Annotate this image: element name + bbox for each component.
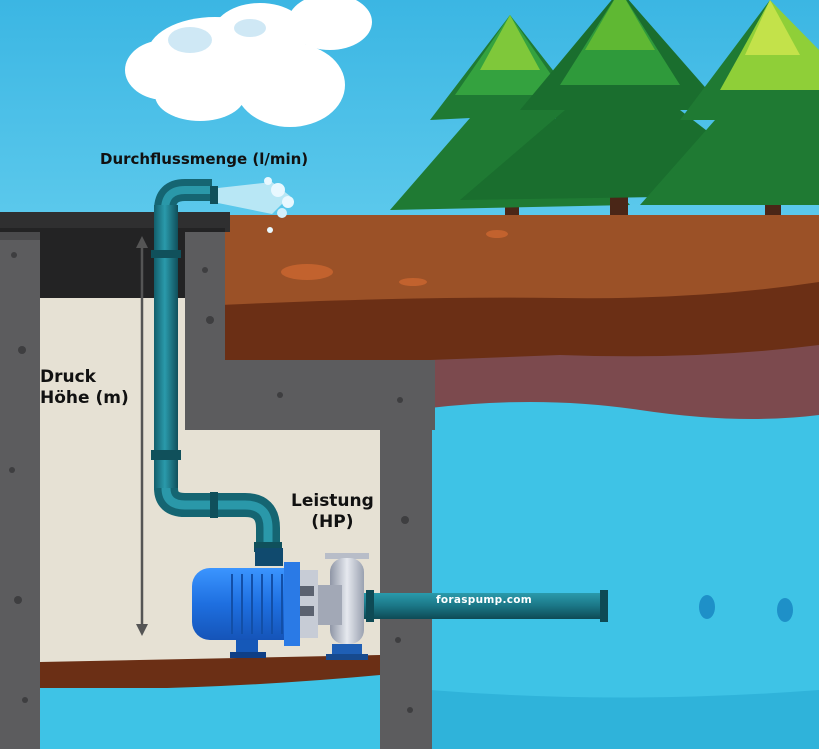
water-spray-icon	[218, 177, 294, 233]
vertical-arrow-icon	[136, 236, 148, 636]
well-floor	[40, 655, 380, 690]
soil-top-layer	[220, 215, 819, 305]
discharge-pipe	[151, 179, 282, 552]
power-line2: (HP)	[311, 512, 354, 533]
soil-spot	[399, 278, 427, 286]
suction-pipe	[360, 590, 608, 622]
water-bubble	[777, 598, 793, 622]
soil-spot	[281, 264, 333, 280]
pine-tree-icon	[640, 0, 819, 218]
well-structure	[0, 232, 435, 749]
power-label: Leistung (HP)	[291, 491, 374, 534]
cloud-icon	[125, 0, 372, 127]
well-bottom-water	[40, 688, 380, 749]
concrete-texture	[9, 252, 413, 713]
water-shade	[430, 690, 819, 749]
power-line1: Leistung	[291, 491, 374, 511]
water-bubble	[699, 595, 715, 619]
electric-motor-icon	[192, 548, 300, 658]
pressure-head-line1: Druck	[40, 367, 96, 387]
centrifugal-pump-icon	[296, 553, 369, 660]
brand-watermark: foraspump.com	[436, 594, 533, 606]
pressure-head-line2: Höhe (m)	[40, 388, 129, 409]
soil-spot	[486, 230, 508, 238]
clay-layer	[220, 340, 819, 419]
pressure-head-label: Druck Höhe (m)	[40, 367, 129, 410]
flow-rate-label: Durchflussmenge (l/min)	[100, 150, 309, 168]
